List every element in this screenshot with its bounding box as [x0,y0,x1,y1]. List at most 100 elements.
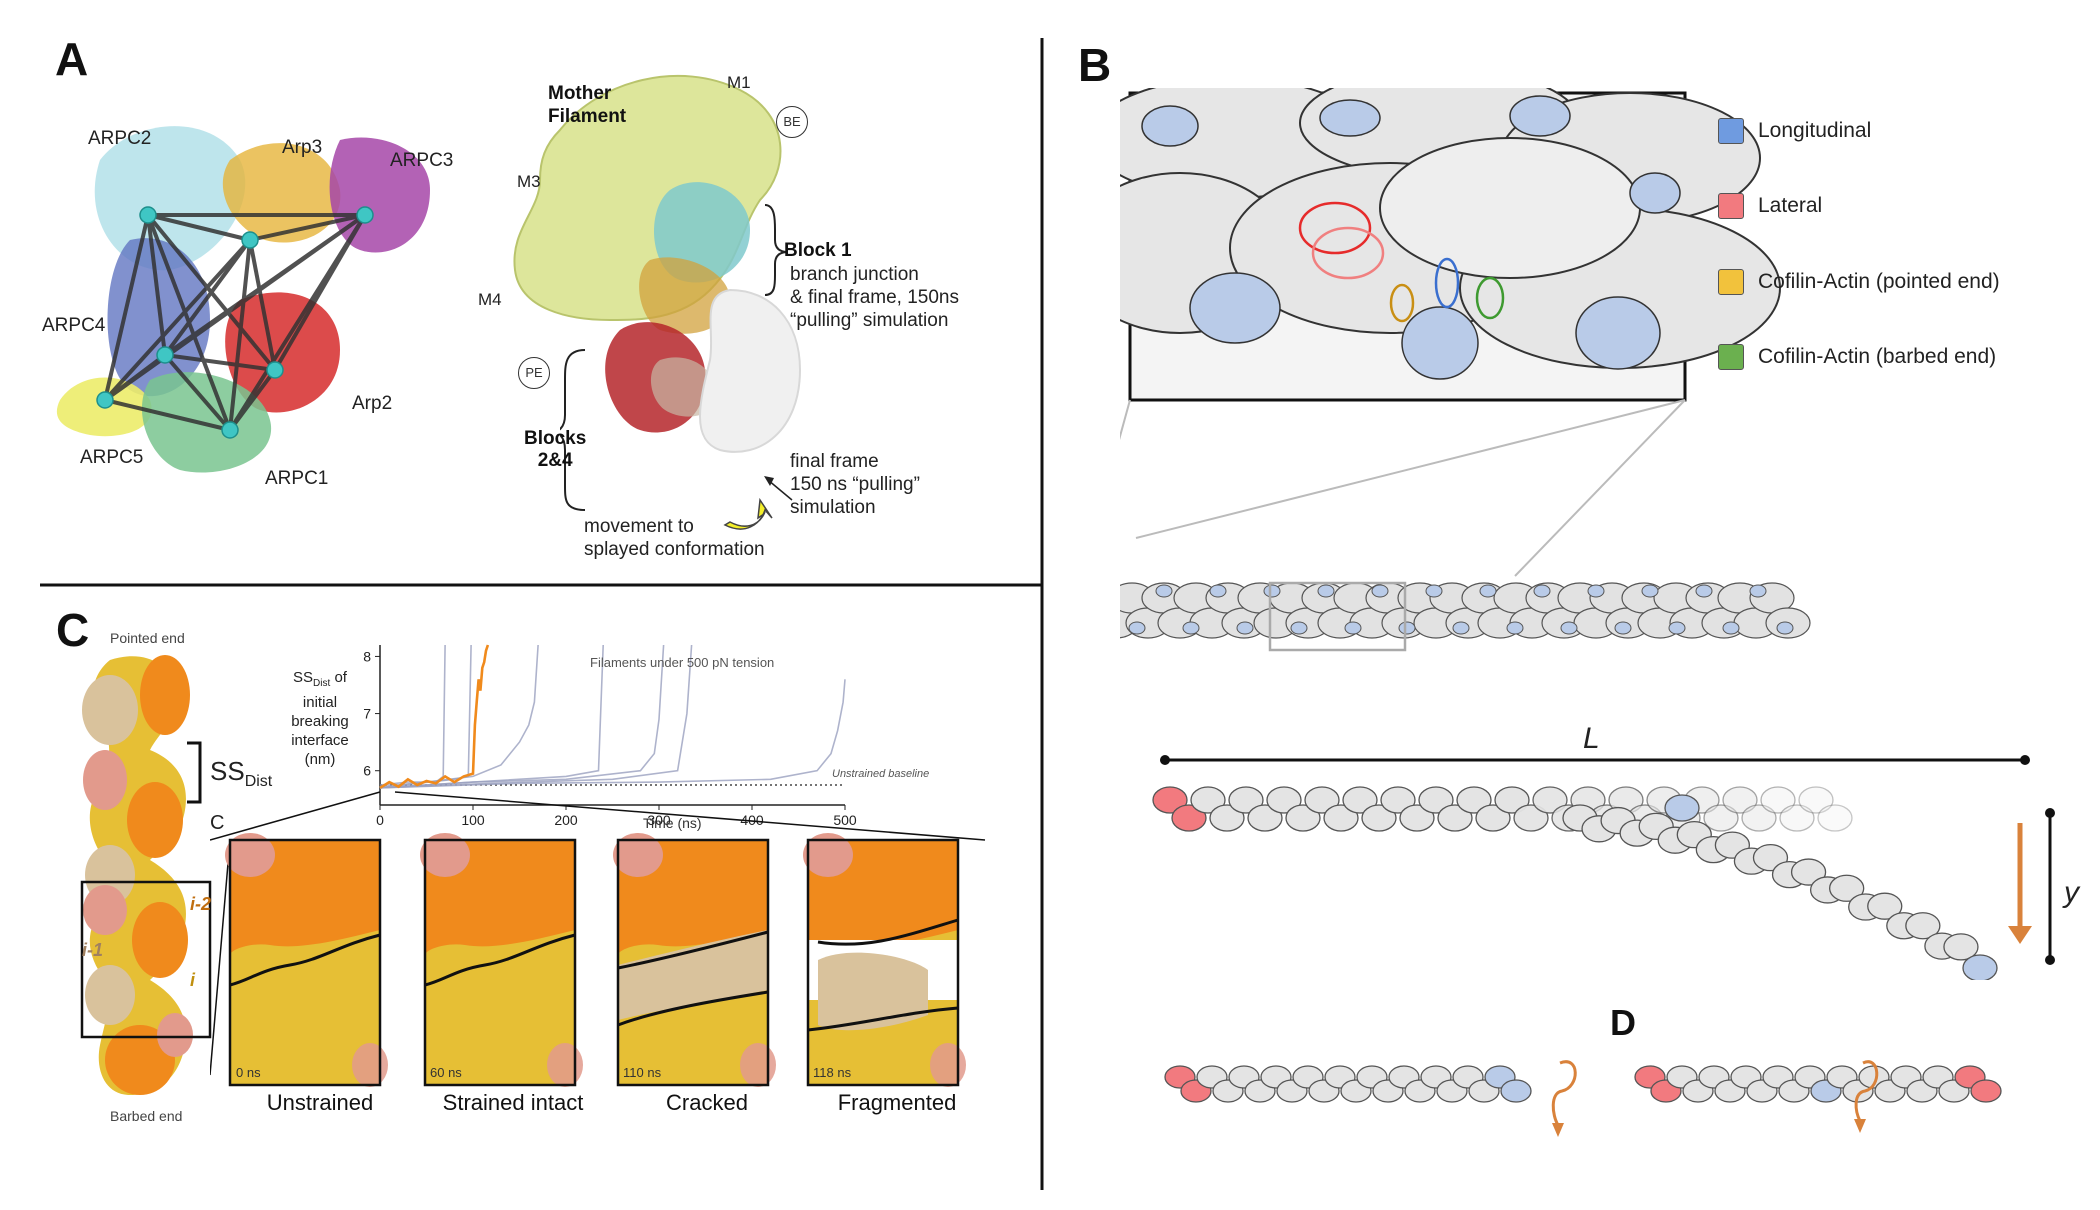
chart-series-line [379,644,490,790]
bend-subunit [1209,804,1245,832]
c-subunit-label: C [210,812,225,834]
state-label-strained-intact: Strained intact [442,1090,584,1115]
movement-line2: splayed conformation [584,539,765,560]
snapshot-interface-line [617,990,769,1027]
label-arp3: Arp3 [282,137,323,158]
subunit-i-1: i-1 [82,940,104,960]
label-arpc1: ARPC1 [265,468,329,489]
legend-label-cofilin-pointed: Cofilin-Actin (pointed end) [1758,270,2000,293]
final-frame-line1: final frame [790,451,879,472]
mother-filament-line2: Filament [548,106,627,127]
state-label-unstrained: Unstrained [266,1090,374,1115]
state-snapshot [803,833,966,1087]
bend-subunit [1190,786,1226,814]
actin-subunit-blue [1344,621,1362,635]
actin-subunit-blue [1182,621,1200,635]
actin-subunit-blue [1479,584,1497,598]
length-label: L [1583,722,1600,755]
bend-subunit [1285,804,1321,832]
subunit-i: i [190,970,196,990]
legend-swatch-cofilin-pointed [1718,269,1744,295]
ss-dist-sub: Dist [244,773,273,791]
state-snapshot [225,833,388,1087]
actin-subunit-blue [1290,621,1308,635]
bend-subunit [1247,804,1283,832]
bend-subunit [1760,786,1796,814]
actin-subunit-blue [1641,584,1659,598]
bend-subunit [1475,804,1511,832]
bend-subunit [1418,786,1454,814]
chart-ylabel-line4: interface [291,732,349,749]
snapshot-interface-line [229,933,381,987]
label-arpc2: ARPC2 [88,128,152,149]
label-m1: M1 [727,73,751,92]
actin-subunit-blue [1560,621,1578,635]
state-time-60: 60 ns [430,1065,462,1080]
mother-filament-label: Mother Filament [548,82,626,128]
barbed-end-label: Barbed end [110,1108,183,1124]
bend-curve-subunit [1790,858,1827,886]
chart-series-line [379,644,539,788]
legend-item-cofilin-barbed: Cofilin-Actin (barbed end) [1718,343,1996,371]
bend-subunit [1494,786,1530,814]
actin-subunit-blue [1533,584,1551,598]
label-m3: M3 [517,172,541,191]
bend-subunit [1323,804,1359,832]
bend-subunit [1798,786,1834,814]
mother-filament-structure [513,74,802,453]
legend-label-longitudinal: Longitudinal [1758,119,1872,142]
actin-subunit-blue [1155,584,1173,598]
snapshot-pink-subunit [420,833,470,877]
chart-series-line [379,644,472,789]
bend-subunit [1266,786,1302,814]
snapshot-frame [616,838,770,1087]
actin-subunit-blue [1749,584,1767,598]
label-arpc3: ARPC3 [390,150,454,171]
bend-curve-subunit [1943,933,1979,961]
label-pe: PE [518,357,550,389]
movement-label: movement to splayed conformation [584,515,765,561]
chart-ylabel-of: of [334,669,347,686]
state-label-fragmented: Fragmented [837,1090,957,1115]
chart-y-tick-label: 7 [363,706,371,722]
final-frame-line3: simulation [790,497,876,518]
snapshot-pink-subunit [547,1043,583,1087]
legend-item-cofilin-pointed: Cofilin-Actin (pointed end) [1718,268,2000,296]
block1-title: Block 1 [784,240,852,261]
final-frame-label: final frame 150 ns “pulling” simulation [790,450,920,519]
actin-subunit-blue [1209,584,1227,598]
label-m4: M4 [478,290,502,309]
panel-d-filaments [1164,1060,2002,1137]
actin-subunit-blue [1398,621,1416,635]
bend-subunit [1228,786,1264,814]
bend-subunit [1380,786,1416,814]
actin-subunit-blue [1614,621,1632,635]
snapshot-pink-subunit [225,833,275,877]
bend-subunit [1399,804,1435,832]
chart-series-line [379,679,846,789]
actin-subunit-blue [1317,584,1335,598]
actin-subunit-blue [1722,621,1740,635]
bend-subunit [1456,786,1492,814]
state-snapshot [420,833,583,1087]
panel-d-left-subunit [1500,1079,1532,1103]
bend-subunit [1342,786,1378,814]
chart-x-tick-label: 200 [554,812,578,828]
chart-title: Filaments under 500 pN tension [590,655,775,670]
blocks-line1: Blocks [524,428,587,449]
state-time-110: 110 ns [623,1065,662,1080]
bend-subunit [1779,804,1815,832]
pointed-end-label: Pointed end [110,630,185,646]
chart-y-tick-label: 6 [363,763,371,779]
ss-dist-main: SS [210,756,245,786]
chart-x-tick-label: 0 [376,812,384,828]
snapshot-pink-subunit [930,1043,966,1087]
chart-baseline-label: Unstrained baseline [832,768,930,780]
actin-subunit-blue [1776,621,1794,635]
actin-subunit-blue [1668,621,1686,635]
state-time-0: 0 ns [236,1065,261,1080]
bend-subunit [1437,804,1473,832]
block1-line2: & final frame, 150ns [790,287,959,308]
panel-d-right-subunit [1970,1079,2002,1103]
